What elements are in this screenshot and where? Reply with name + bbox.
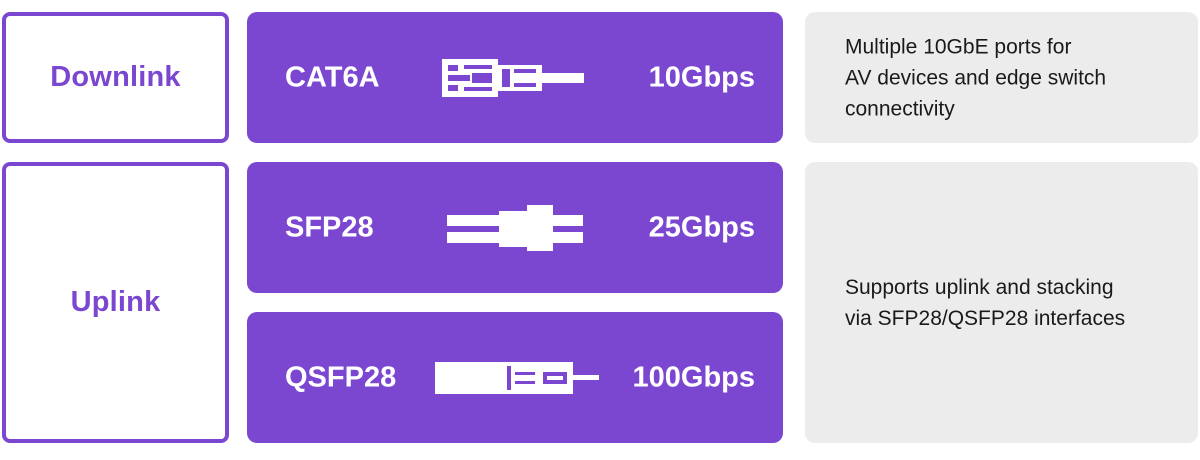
- qsfp28-transceiver-icon: [435, 361, 599, 394]
- downlink-description-line: Multiple 10GbE ports for: [845, 35, 1072, 58]
- port-row-sfp28: SFP28 25Gbps: [247, 162, 783, 293]
- sfp28-transceiver-icon: [447, 204, 583, 251]
- downlink-label: Downlink: [50, 61, 181, 93]
- uplink-description: Supports uplink and stacking via SFP28/Q…: [845, 272, 1178, 334]
- downlink-description-line: connectivity: [845, 97, 955, 120]
- port-speed-cat6a: 10Gbps: [648, 61, 755, 93]
- rj45-connector-icon: [442, 58, 584, 97]
- port-row-qsfp28: QSFP28 100Gbps: [247, 312, 783, 443]
- uplink-description-line: Supports uplink and stacking: [845, 275, 1114, 299]
- downlink-description-line: AV devices and edge switch: [845, 66, 1107, 89]
- uplink-description-panel: Supports uplink and stacking via SFP28/Q…: [805, 162, 1198, 443]
- port-name-cat6a: CAT6A: [285, 61, 380, 93]
- downlink-description-panel: Multiple 10GbE ports for AV devices and …: [805, 12, 1198, 143]
- port-speed-qsfp28: 100Gbps: [632, 361, 756, 393]
- uplink-label: Uplink: [70, 286, 161, 318]
- port-speed-sfp28: 25Gbps: [648, 211, 755, 243]
- port-name-qsfp28: QSFP28: [285, 361, 397, 393]
- uplink-description-line: via SFP28/QSFP28 interfaces: [845, 306, 1126, 330]
- downlink-description: Multiple 10GbE ports for AV devices and …: [845, 31, 1178, 124]
- port-name-sfp28: SFP28: [285, 211, 374, 243]
- port-row-cat6a: CAT6A 10Gbps: [247, 12, 783, 143]
- downlink-label-box: Downlink: [2, 12, 229, 143]
- uplink-label-box: Uplink: [2, 162, 229, 443]
